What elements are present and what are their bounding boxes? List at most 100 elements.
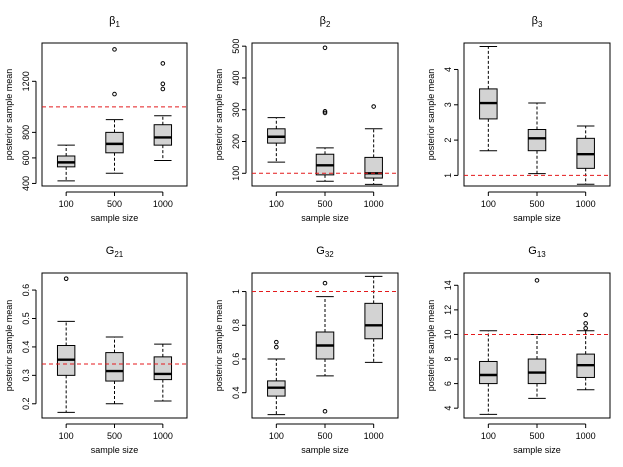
panel-title-symbol: G bbox=[106, 245, 115, 257]
box-100 bbox=[56, 144, 76, 182]
x-axis-title: sample size bbox=[91, 445, 139, 455]
panel-title-subscript: 13 bbox=[537, 250, 546, 259]
outlier-point bbox=[322, 109, 328, 114]
outlier-point bbox=[371, 104, 376, 109]
panel-title-symbol: β bbox=[532, 15, 538, 27]
y-tick-label: 4 bbox=[443, 67, 453, 72]
plot-frame bbox=[251, 42, 399, 187]
x-axis-title: sample size bbox=[91, 213, 139, 223]
y-tick-label: 3 bbox=[443, 102, 453, 107]
y-tick-label: 1 bbox=[231, 289, 241, 294]
x-tick-label: 1000 bbox=[576, 199, 596, 209]
y-tick-label: 0.2 bbox=[21, 398, 31, 411]
x-tick-label: 100 bbox=[269, 199, 284, 209]
panel-title-subscript: 32 bbox=[325, 250, 334, 259]
y-tick-label: 0.5 bbox=[21, 312, 31, 325]
y-tick-label: 800 bbox=[21, 125, 31, 140]
box-100 bbox=[56, 276, 76, 413]
x-tick-label: 100 bbox=[481, 199, 496, 209]
x-tick-label: 500 bbox=[317, 199, 332, 209]
y-tick-label: 10 bbox=[443, 329, 453, 339]
panel-title: β1 bbox=[109, 15, 120, 29]
y-tick-label: 14 bbox=[443, 280, 453, 290]
y-tick-label: 1 bbox=[443, 173, 453, 178]
outlier-point bbox=[160, 61, 166, 66]
y-tick-label: 8 bbox=[443, 357, 453, 362]
iqr-box bbox=[479, 360, 498, 385]
y-tick-label: 6 bbox=[443, 381, 453, 386]
outlier-point bbox=[322, 280, 328, 286]
y-axis-title: posterior sample mean bbox=[4, 69, 14, 161]
x-tick-label: 500 bbox=[529, 199, 544, 209]
box-500 bbox=[315, 45, 335, 182]
x-tick-label: 100 bbox=[59, 431, 74, 441]
iqr-box bbox=[105, 131, 124, 154]
outlier-point bbox=[160, 86, 166, 92]
y-axis-title: posterior sample mean bbox=[426, 300, 436, 392]
panel-title-subscript: 1 bbox=[115, 20, 120, 29]
y-tick-label: 400 bbox=[21, 176, 31, 191]
x-tick-label: 500 bbox=[317, 431, 332, 441]
x-tick-label: 1000 bbox=[364, 199, 384, 209]
iqr-box bbox=[527, 358, 547, 385]
y-tick-label: 12 bbox=[443, 305, 453, 315]
y-tick-label: 1200 bbox=[21, 71, 31, 91]
box-500 bbox=[105, 336, 124, 405]
plot-frame bbox=[463, 42, 611, 187]
box-500 bbox=[527, 278, 547, 399]
y-tick-label: 500 bbox=[231, 39, 241, 54]
box-500 bbox=[105, 47, 124, 174]
panel-title-symbol: G bbox=[528, 245, 537, 257]
x-axis-title: sample size bbox=[301, 213, 349, 223]
outlier-point bbox=[583, 321, 588, 326]
plot-frame bbox=[251, 272, 399, 419]
outlier-point bbox=[112, 91, 117, 97]
outlier-point bbox=[274, 344, 279, 350]
x-tick-label: 500 bbox=[107, 199, 122, 209]
y-tick-label: 2 bbox=[443, 138, 453, 143]
outlier-point bbox=[63, 276, 69, 281]
y-tick-label: 4 bbox=[443, 406, 453, 411]
x-axis-title: sample size bbox=[301, 445, 349, 455]
y-tick-label: 0.8 bbox=[231, 319, 241, 332]
panel-title: G32 bbox=[316, 245, 334, 259]
outlier-point bbox=[112, 47, 117, 52]
box-1000 bbox=[576, 312, 595, 391]
plot-frame bbox=[41, 272, 188, 419]
y-tick-label: 400 bbox=[231, 70, 241, 85]
panel-title-symbol: β bbox=[320, 15, 326, 27]
panel-title: G21 bbox=[106, 245, 124, 259]
panel-title-symbol: β bbox=[109, 15, 115, 27]
x-tick-label: 1000 bbox=[364, 431, 384, 441]
iqr-box bbox=[364, 156, 383, 179]
y-tick-label: 200 bbox=[231, 134, 241, 149]
y-tick-label: 300 bbox=[231, 102, 241, 117]
y-tick-label: 100 bbox=[231, 166, 241, 181]
plot-frame bbox=[463, 272, 611, 419]
x-tick-label: 500 bbox=[107, 431, 122, 441]
x-tick-label: 100 bbox=[269, 431, 284, 441]
box-1000 bbox=[153, 61, 173, 161]
x-tick-label: 1000 bbox=[153, 431, 173, 441]
box-100 bbox=[267, 117, 286, 163]
x-axis-title: sample size bbox=[513, 445, 561, 455]
y-tick-label: 0.3 bbox=[21, 369, 31, 382]
outlier-point bbox=[274, 339, 279, 345]
outlier-point bbox=[583, 325, 588, 331]
outlier-point bbox=[160, 81, 166, 87]
box-1000 bbox=[364, 275, 383, 363]
box-500 bbox=[527, 102, 547, 175]
y-axis-title: posterior sample mean bbox=[426, 69, 436, 161]
panel-title-symbol: G bbox=[316, 245, 325, 257]
x-tick-label: 100 bbox=[481, 431, 496, 441]
box-1000 bbox=[153, 343, 173, 402]
x-tick-label: 1000 bbox=[153, 199, 173, 209]
y-tick-label: 0.4 bbox=[231, 386, 241, 399]
panel-title-subscript: 3 bbox=[538, 20, 543, 29]
